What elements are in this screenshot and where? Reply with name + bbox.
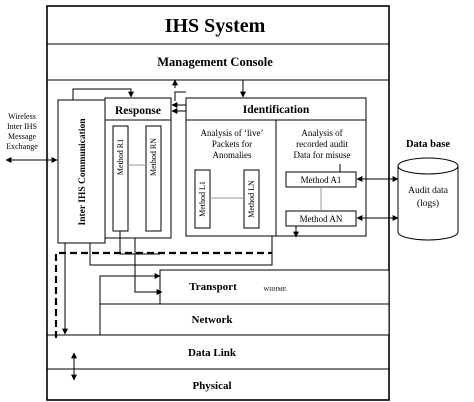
database-line1: Audit data	[408, 186, 449, 196]
network-label: Network	[192, 314, 234, 326]
audit-analysis-line2: recorded audit	[296, 139, 348, 149]
wireless-line3: Message	[8, 132, 36, 141]
method-rn-label: Method RN	[149, 138, 158, 176]
inter-ihs-communication-box	[57, 99, 106, 244]
inter-ihs-label: Inter IHS Communication	[78, 118, 88, 226]
method-ln-box	[243, 169, 260, 229]
dashed-datalink-path	[54, 251, 272, 338]
method-l1-label: Method L1	[198, 181, 207, 217]
database-line2: (logs)	[417, 198, 439, 209]
wireless-line2: Inter IHS	[7, 122, 37, 131]
transport-label: Transport	[189, 281, 237, 293]
response-to-transport-arrow	[134, 238, 163, 295]
inter-ihs-to-identification-link	[89, 243, 273, 266]
network-layer	[99, 303, 390, 336]
live-analysis-line2: Packets for	[212, 139, 252, 149]
live-analysis-line3: Anomalies	[213, 150, 252, 160]
wireless-exchange: Wireless Inter IHS Message Exchange	[5, 112, 58, 163]
database: Data base Audit data (logs)	[356, 139, 459, 241]
database-cylinder-body	[397, 166, 459, 241]
method-a1-label: Method A1	[301, 175, 342, 185]
control-flow-arrows	[54, 79, 341, 381]
network-to-transport-arrow	[99, 273, 161, 330]
wiihme-label: WIIHME	[264, 287, 287, 293]
identification-title: Identification	[243, 104, 310, 116]
database-cylinder-top	[397, 157, 459, 175]
method-rn-box	[145, 125, 162, 232]
physical-label: Physical	[192, 380, 231, 392]
method-r1-label: Method R1	[116, 139, 125, 175]
transport-layer	[159, 269, 390, 305]
wireless-line4: Exchange	[6, 142, 38, 151]
audit-analysis-line3: Data for misuse	[294, 150, 351, 160]
live-analysis-line1: Analysis of ‘live’	[201, 128, 264, 138]
method-l1-box	[194, 169, 211, 229]
system-title: IHS System	[165, 15, 266, 37]
method-an-label: Method AN	[300, 214, 343, 224]
database-title: Data base	[406, 139, 450, 150]
datalink-label: Data Link	[188, 347, 237, 359]
management-console-label: Management Console	[157, 55, 273, 69]
method-ln-label: Method LN	[247, 180, 256, 218]
wireless-line1: Wireless	[8, 112, 36, 121]
audit-analysis-line1: Analysis of	[301, 128, 342, 138]
response-title: Response	[115, 105, 161, 117]
inter-ihs-to-response-arrow	[72, 88, 134, 100]
identification-console-link	[174, 91, 186, 101]
